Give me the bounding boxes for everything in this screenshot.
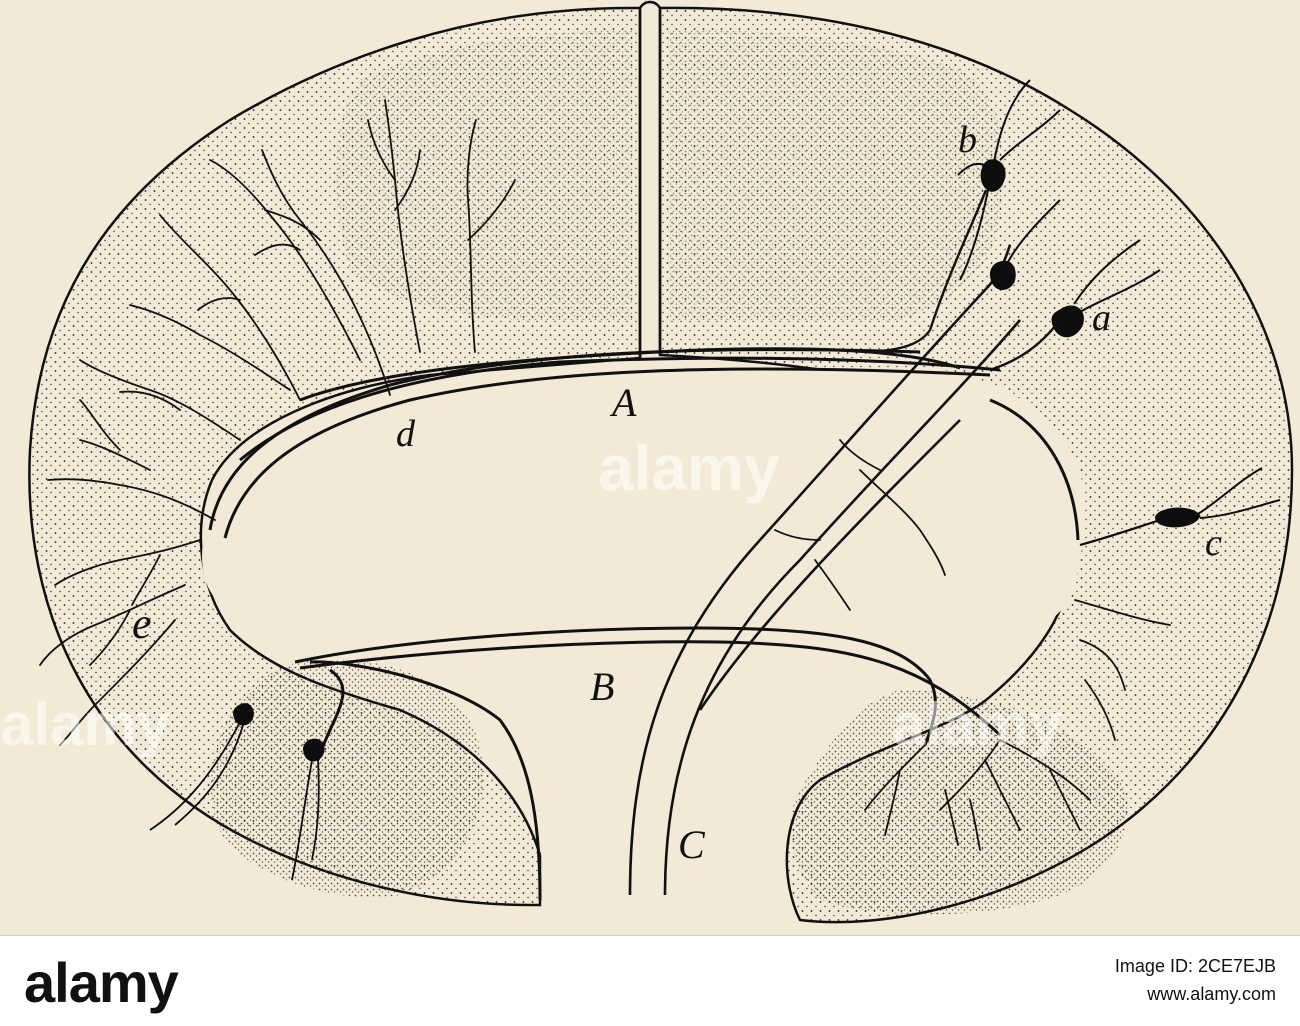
watermark-left: alamy xyxy=(0,691,171,758)
figure-canvas: A B C a b c d e alamy alamy alamy xyxy=(0,0,1294,924)
watermark-center: alamy xyxy=(598,432,780,504)
watermark-right: alamy xyxy=(892,691,1063,758)
neurons xyxy=(149,79,1281,881)
label-a: a xyxy=(1092,297,1111,339)
label-B: B xyxy=(590,664,614,709)
left-dorsal-column xyxy=(336,30,632,320)
footer-image-id: Image ID: 2CE7EJB xyxy=(1114,956,1276,976)
label-b: b xyxy=(958,119,977,161)
footer-site-link[interactable]: www.alamy.com xyxy=(1147,984,1276,1004)
neuron-a xyxy=(1051,239,1161,338)
figure-labels: A B C a b c d e xyxy=(132,119,1222,867)
label-A: A xyxy=(609,380,637,425)
white-matter xyxy=(28,6,1294,924)
footer-brand-logo[interactable]: alamy xyxy=(24,951,179,1014)
right-ventral-horn xyxy=(790,690,1128,915)
tract-C-fibres xyxy=(628,244,1021,896)
label-d: d xyxy=(396,413,416,455)
neuron-axons xyxy=(869,189,1057,372)
neuron-b xyxy=(957,79,1061,281)
neuron-ventral-left-1 xyxy=(149,703,254,831)
commissure-B-fibres xyxy=(294,626,1002,901)
neuron-b2 xyxy=(989,199,1061,290)
right-dorsal-column xyxy=(668,29,1004,321)
left-ventral-horn xyxy=(210,659,484,898)
label-C: C xyxy=(678,822,706,867)
dendrite-branches xyxy=(39,99,1171,851)
neuron-ventral-left-2 xyxy=(291,738,325,881)
watermark: alamy alamy alamy xyxy=(0,432,1063,758)
spinal-cord-diagram: A B C a b c d e alamy alamy alamy xyxy=(0,0,1294,924)
neuron-c xyxy=(1079,467,1281,547)
commissure-A-fibres xyxy=(208,347,1080,541)
dorsal-median-septum xyxy=(638,0,662,358)
stock-footer: alamy Image ID: 2CE7EJB www.alamy.com xyxy=(0,935,1300,1026)
central-grey-area xyxy=(202,368,1085,650)
label-e: e xyxy=(132,599,152,648)
label-c: c xyxy=(1205,522,1222,564)
footer-meta: Image ID: 2CE7EJB www.alamy.com xyxy=(1115,952,1276,1008)
